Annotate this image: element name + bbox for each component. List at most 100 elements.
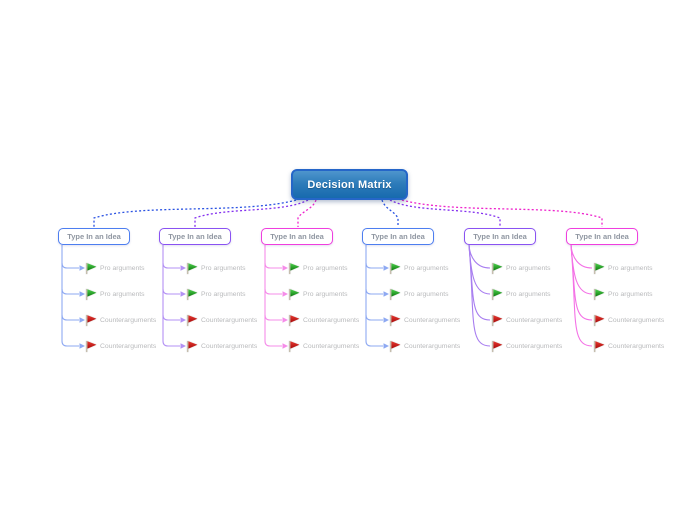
- subtopic-item[interactable]: Pro arguments: [490, 287, 551, 301]
- topic-label: Type In an Idea: [67, 232, 121, 241]
- subtopic-label: Pro arguments: [506, 264, 551, 272]
- subtopic-item[interactable]: Counterarguments: [185, 339, 257, 353]
- topic-node-2[interactable]: Type In an Idea: [159, 228, 231, 245]
- connector-line: [162, 288, 180, 295]
- subtopic-label: Pro arguments: [303, 290, 348, 298]
- branch-connector-group: [61, 245, 79, 347]
- topic-node-6[interactable]: Type In an Idea: [566, 228, 638, 245]
- arrowhead-group: [383, 265, 389, 349]
- subtopic-item[interactable]: Counterarguments: [287, 339, 359, 353]
- subtopic-item[interactable]: Pro arguments: [84, 287, 145, 301]
- topic-node-3[interactable]: Type In an Idea: [261, 228, 333, 245]
- subtopic-item[interactable]: Pro arguments: [388, 287, 449, 301]
- subtopic-item[interactable]: Pro arguments: [592, 287, 653, 301]
- subtopic-label: Counterarguments: [201, 342, 258, 350]
- subtopic-label: Pro arguments: [506, 290, 551, 298]
- subtopic-item[interactable]: Pro arguments: [490, 261, 551, 275]
- pro-flag-icon: [594, 288, 605, 300]
- arrowhead-icon: [79, 291, 85, 297]
- subtopic-item[interactable]: Counterarguments: [287, 313, 359, 327]
- arrowhead-icon: [282, 265, 288, 271]
- connector-line: [264, 340, 282, 347]
- subtopic-item[interactable]: Pro arguments: [185, 261, 246, 275]
- subtopic-label: Counterarguments: [404, 342, 461, 350]
- pro-flag-icon: [86, 262, 97, 274]
- root-connector: [389, 199, 501, 227]
- subtopic-label: Counterarguments: [404, 316, 461, 324]
- arrowhead-icon: [282, 317, 288, 323]
- subtopic-item[interactable]: Counterarguments: [84, 339, 156, 353]
- counter-flag-icon: [492, 340, 503, 352]
- subtopic-item[interactable]: Counterarguments: [185, 313, 257, 327]
- subtopic-label: Counterarguments: [608, 316, 665, 324]
- connector-line: [162, 314, 180, 321]
- root-connector: [381, 199, 399, 227]
- subtopic-label: Counterarguments: [506, 342, 563, 350]
- subtopic-label: Counterarguments: [100, 342, 157, 350]
- counter-flag-icon: [86, 314, 97, 326]
- subtopic-label: Counterarguments: [303, 316, 360, 324]
- counter-flag-icon: [492, 314, 503, 326]
- topic-label: Type In an Idea: [575, 232, 629, 241]
- connector-line: [61, 288, 79, 295]
- subtopic-item[interactable]: Pro arguments: [388, 261, 449, 275]
- subtopic-label: Counterarguments: [201, 316, 258, 324]
- connector-line: [61, 262, 79, 269]
- counter-flag-icon: [594, 340, 605, 352]
- subtopic-item[interactable]: Counterarguments: [592, 339, 664, 353]
- connector-line: [162, 340, 180, 347]
- subtopic-item[interactable]: Counterarguments: [84, 313, 156, 327]
- subtopic-label: Counterarguments: [303, 342, 360, 350]
- topic-node-4[interactable]: Type In an Idea: [362, 228, 434, 245]
- counter-flag-icon: [187, 340, 198, 352]
- pro-flag-icon: [390, 288, 401, 300]
- subtopic-label: Pro arguments: [404, 264, 449, 272]
- pro-flag-icon: [492, 262, 503, 274]
- subtopic-item[interactable]: Pro arguments: [287, 261, 348, 275]
- subtopic-item[interactable]: Pro arguments: [287, 287, 348, 301]
- subtopic-item[interactable]: Counterarguments: [490, 339, 562, 353]
- subtopic-item[interactable]: Pro arguments: [592, 261, 653, 275]
- branch-connector-group: [468, 244, 491, 347]
- subtopic-label: Pro arguments: [608, 290, 653, 298]
- subtopic-label: Pro arguments: [404, 290, 449, 298]
- branch-connector-group: [264, 245, 282, 347]
- counter-flag-icon: [594, 314, 605, 326]
- arrowhead-icon: [383, 343, 389, 349]
- arrowhead-icon: [282, 343, 288, 349]
- subtopic-item[interactable]: Counterarguments: [490, 313, 562, 327]
- pro-flag-icon: [390, 262, 401, 274]
- arrowhead-icon: [383, 291, 389, 297]
- connector-line: [570, 244, 593, 347]
- root-connector: [194, 199, 309, 227]
- pro-flag-icon: [86, 288, 97, 300]
- root-topic-label: Decision Matrix: [307, 178, 392, 191]
- counter-flag-icon: [390, 314, 401, 326]
- subtopic-item[interactable]: Pro arguments: [84, 261, 145, 275]
- subtopic-label: Counterarguments: [608, 342, 665, 350]
- connector-line: [264, 314, 282, 321]
- connector-line: [365, 314, 383, 321]
- counter-flag-icon: [187, 314, 198, 326]
- subtopic-item[interactable]: Counterarguments: [388, 313, 460, 327]
- arrowhead-icon: [79, 265, 85, 271]
- pro-flag-icon: [289, 262, 300, 274]
- connector-line: [468, 244, 491, 269]
- connector-line: [365, 288, 383, 295]
- subtopic-label: Pro arguments: [303, 264, 348, 272]
- counter-flag-icon: [86, 340, 97, 352]
- subtopic-item[interactable]: Pro arguments: [185, 287, 246, 301]
- subtopic-label: Pro arguments: [100, 290, 145, 298]
- subtopic-item[interactable]: Counterarguments: [592, 313, 664, 327]
- arrowhead-icon: [282, 291, 288, 297]
- pro-flag-icon: [289, 288, 300, 300]
- root-topic-node[interactable]: Decision Matrix: [291, 169, 408, 200]
- topic-node-1[interactable]: Type In an Idea: [58, 228, 130, 245]
- subtopic-label: Pro arguments: [608, 264, 653, 272]
- arrowhead-icon: [180, 265, 186, 271]
- topic-node-5[interactable]: Type In an Idea: [464, 228, 536, 245]
- subtopic-label: Counterarguments: [506, 316, 563, 324]
- subtopic-item[interactable]: Counterarguments: [388, 339, 460, 353]
